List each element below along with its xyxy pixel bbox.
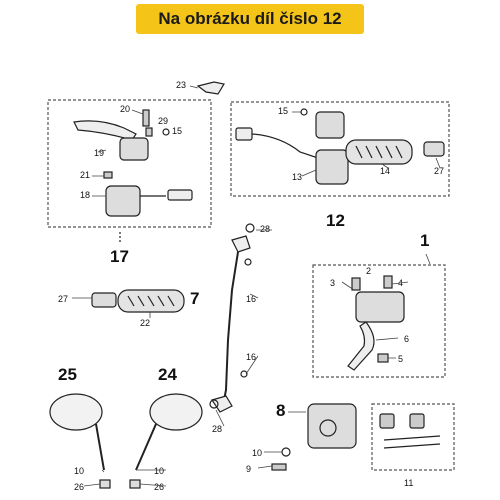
washer-part-16-bottom: [240, 370, 248, 378]
screw-part-21: [103, 171, 113, 179]
callout-19: 19: [94, 148, 104, 158]
mirror-glass-part-25: [49, 393, 103, 431]
group-box-11: [371, 403, 455, 471]
callout-22: 22: [140, 318, 150, 328]
callout-10-right: 10: [154, 466, 164, 476]
callout-11: 11: [404, 478, 413, 488]
callout-8: 8: [276, 401, 285, 420]
screw-part-5: [377, 353, 389, 363]
screw-part-15-left: [162, 128, 170, 136]
brake-hose-part-7: [223, 251, 239, 401]
brake-pad-part-11-b: [409, 413, 425, 429]
callout-12: 12: [326, 211, 345, 230]
callout-15-left: 15: [172, 126, 182, 136]
callout-24: 24: [158, 365, 177, 384]
bracket-part-23: [196, 81, 225, 95]
bolt-part-20: [142, 109, 150, 127]
brake-pad-part-11-a: [379, 413, 395, 429]
mirror-glass-part-24: [149, 393, 203, 431]
washer-part-28-bottom: [209, 399, 219, 409]
bolt-part-9: [271, 463, 287, 471]
callout-28-top: 28: [260, 224, 270, 234]
mirror-stem-part-25: [95, 423, 105, 471]
caliper-piston-part-8: [319, 419, 337, 437]
hose-fitting-bottom-part-7: [211, 395, 233, 413]
callout-6: 6: [404, 334, 409, 344]
callout-27-right: 27: [434, 166, 444, 176]
callout-15-right: 15: [278, 106, 288, 116]
callout-5: 5: [398, 354, 403, 364]
brake-lever-part-19: [73, 120, 137, 141]
grip-pattern-part-14: [355, 145, 403, 159]
switch-lower-part-13: [315, 149, 349, 185]
bar-end-part-27-left: [91, 292, 117, 308]
washer-part-28-top: [245, 223, 255, 233]
grip-pattern-part-22: [127, 295, 175, 307]
lever-part-6: [347, 321, 375, 371]
group-box-1: [312, 264, 446, 378]
callout-1: 1: [420, 231, 429, 250]
callout-28-bottom: 28: [212, 424, 222, 434]
callout-17: 17: [110, 247, 129, 266]
nut-part-26-left: [99, 479, 111, 489]
bolt-part-4: [383, 275, 393, 289]
wire-harness-part-12: [251, 133, 319, 159]
switch-connector-part-18: [167, 189, 193, 201]
callout-23: 23: [176, 80, 186, 90]
callout-9: 9: [246, 464, 251, 474]
callout-18: 18: [80, 190, 90, 200]
hose-fitting-top-part-7: [231, 235, 251, 253]
callout-26-left: 26: [74, 482, 84, 492]
callout-14: 14: [380, 166, 390, 176]
page-title: Na obrázku díl číslo 12: [158, 9, 342, 28]
washer-part-10-caliper: [281, 447, 291, 457]
washer-part-16-top: [244, 258, 252, 266]
callout-7: 7: [190, 289, 199, 308]
switch-housing-part-18: [105, 185, 141, 217]
callout-10-left: 10: [74, 466, 84, 476]
nut-part-26-right: [129, 479, 141, 489]
lever-housing-part-19: [119, 137, 149, 161]
callout-29: 29: [158, 116, 168, 126]
callout-2: 2: [366, 266, 371, 276]
callout-27-left: 27: [58, 294, 68, 304]
group-box-12: [230, 101, 450, 197]
callout-26-right: 26: [154, 482, 164, 492]
title-banner: Na obrázku díl číslo 12: [136, 4, 364, 34]
bar-end-part-27-right: [423, 141, 445, 157]
callout-20: 20: [120, 104, 130, 114]
callout-3: 3: [330, 278, 335, 288]
group-box-17: [47, 99, 212, 228]
bolt-part-2: [351, 277, 361, 291]
brake-caliper-part-8: [307, 403, 357, 449]
mirror-stem-part-24: [135, 423, 157, 471]
pad-springs-part-11: [383, 435, 441, 449]
callout-25: 25: [58, 365, 77, 384]
switch-upper-part-12: [315, 111, 345, 139]
leader-lines: [72, 85, 441, 487]
callout-16-bottom: 16: [246, 352, 256, 362]
master-cylinder-part-1: [355, 291, 405, 323]
callout-21: 21: [80, 170, 90, 180]
callout-16-top: 16: [246, 294, 256, 304]
connector-part-12: [235, 127, 253, 141]
callout-10-caliper: 10: [252, 448, 262, 458]
callout-13: 13: [292, 172, 302, 182]
screw-part-29: [145, 127, 153, 137]
